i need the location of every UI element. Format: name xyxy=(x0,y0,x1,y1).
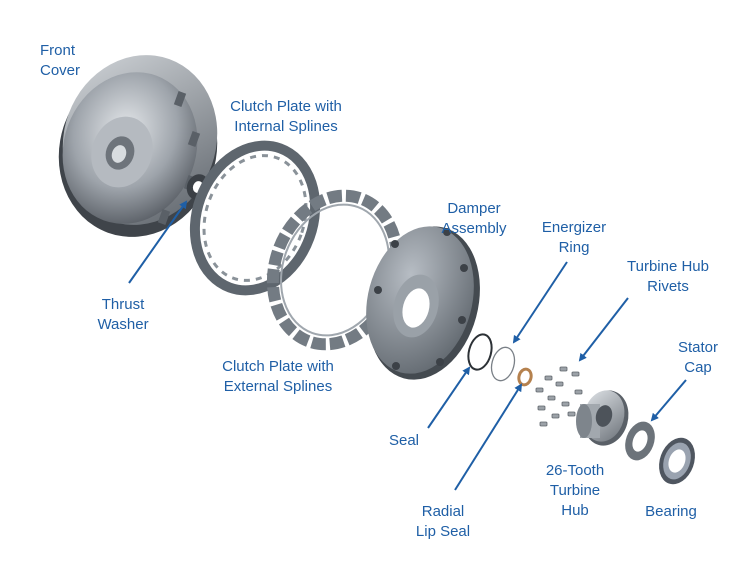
turbine-hub-label: 26-Tooth Turbine Hub xyxy=(545,462,605,519)
seal-part xyxy=(467,333,493,371)
radial-lip-seal-arrow xyxy=(454,383,523,491)
turbine-hub-part xyxy=(576,390,629,446)
clutch-plate-internal-part xyxy=(189,140,321,296)
energizer-ring-label: Energizer Ring xyxy=(541,219,607,256)
energizer-ring-part xyxy=(490,346,516,382)
seal-label: Seal xyxy=(388,432,420,449)
front-cover-label: Front Cover xyxy=(40,42,81,79)
clutch-plate-external-label: Clutch Plate with External Splines xyxy=(222,358,334,395)
energizer-ring-arrow xyxy=(512,261,568,344)
damper-assembly-part xyxy=(366,226,480,380)
thrust-washer-arrow xyxy=(128,200,188,284)
bearing-part xyxy=(659,437,695,485)
stator-cap-arrow xyxy=(650,379,687,422)
thrust-washer-label: Thrust Washer xyxy=(97,296,149,333)
seal-arrow xyxy=(427,366,471,429)
turbine-hub-rivets-part xyxy=(535,366,583,427)
damper-assembly-label: Damper Assembly xyxy=(441,200,507,237)
clutch-plate-internal-label: Clutch Plate with Internal Splines xyxy=(230,98,342,135)
stator-cap-part xyxy=(625,421,655,461)
bearing-label: Bearing xyxy=(645,503,697,520)
turbine-hub-rivets-arrow xyxy=(578,297,629,362)
radial-lip-seal-part xyxy=(517,367,533,387)
radial-lip-seal-label: Radial Lip Seal xyxy=(415,503,471,540)
stator-cap-label: Stator Cap xyxy=(677,339,719,376)
turbine-hub-rivets-label: Turbine Hub Rivets xyxy=(627,258,709,295)
